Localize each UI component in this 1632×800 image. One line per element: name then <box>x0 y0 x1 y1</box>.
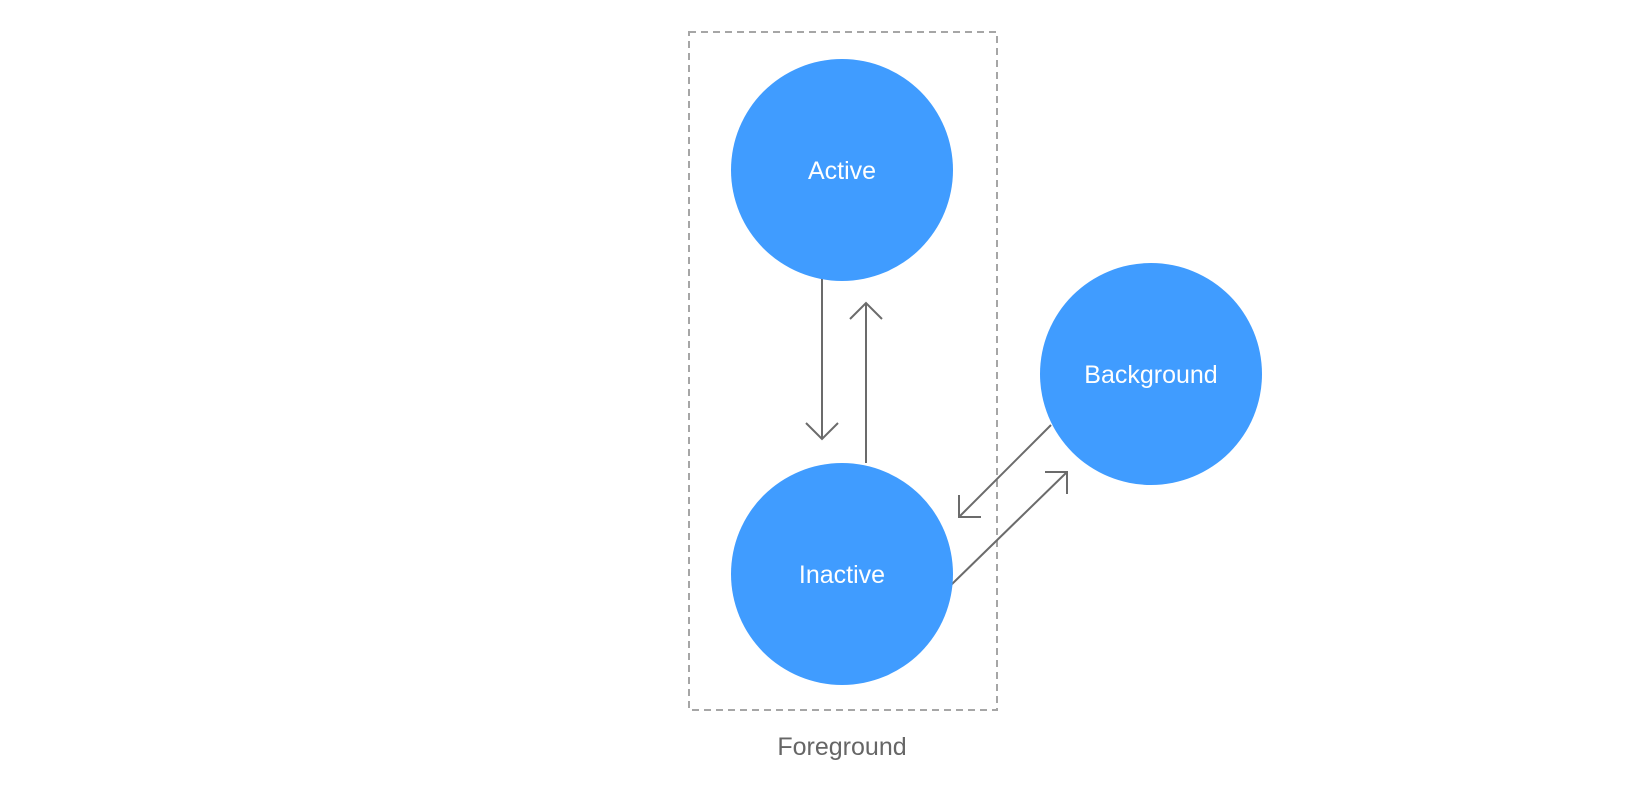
node-active-label: Active <box>808 157 876 185</box>
node-inactive: Inactive <box>731 463 953 685</box>
node-active: Active <box>731 59 953 281</box>
arrow-inactive-to-active <box>849 301 883 463</box>
node-background: Background <box>1040 263 1262 485</box>
foreground-group-box <box>688 31 998 711</box>
node-inactive-label: Inactive <box>799 561 885 589</box>
arrow-active-to-inactive <box>805 279 839 441</box>
arrow-inactive-to-background <box>950 471 1068 586</box>
node-background-label: Background <box>1084 361 1217 389</box>
arrow-background-to-inactive <box>958 424 1052 518</box>
foreground-label: Foreground <box>777 733 906 761</box>
